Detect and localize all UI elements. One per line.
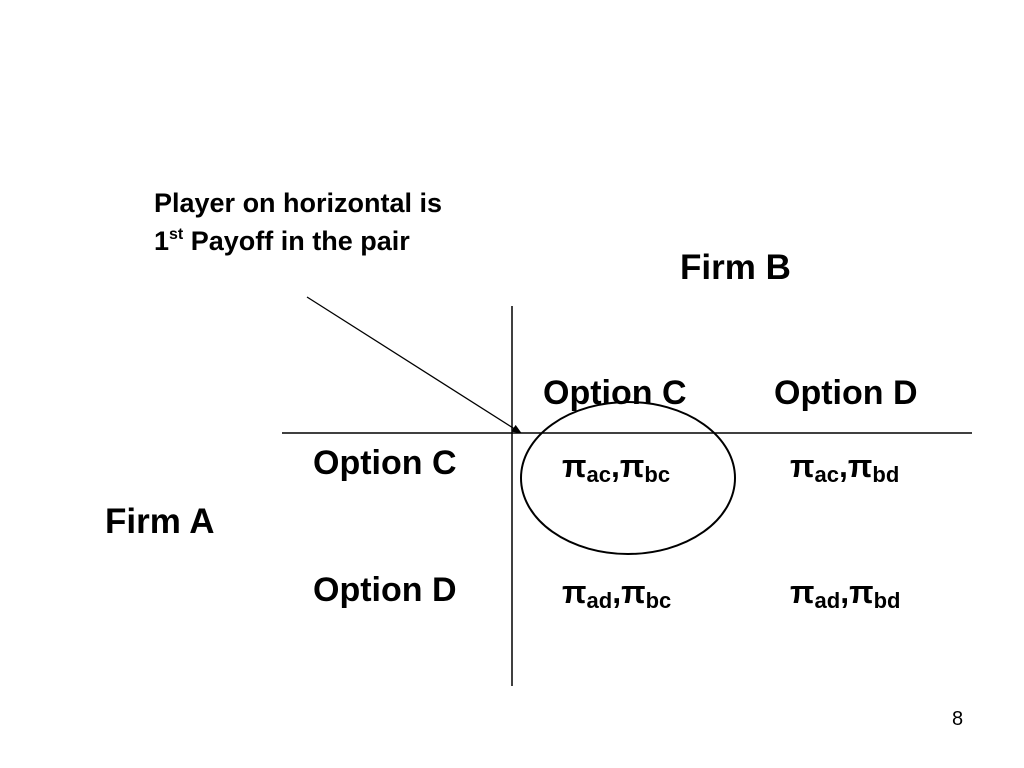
payoff-subscript: ad	[814, 588, 841, 613]
row-header-option-d: Option D	[313, 571, 457, 609]
payoff-symbol: π	[562, 574, 587, 610]
payoff-cell-cc: πac,πbc	[562, 448, 671, 487]
payoff-separator: ,	[840, 574, 850, 610]
payoff-cell-dc: πad,πbc	[562, 574, 672, 613]
payoff-subscript: bd	[872, 462, 900, 487]
pointer-arrow	[306, 296, 522, 434]
payoff-separator: ,	[610, 448, 620, 484]
annotation-ordinal-suffix: st	[169, 226, 184, 243]
annotation-line-2-text: Payoff in the pair	[183, 226, 410, 256]
payoff-subscript: ac	[814, 462, 839, 487]
payoff-symbol: π	[619, 448, 645, 484]
payoff-subscript: ad	[586, 588, 613, 613]
payoff-cell-cd: πac,πbd	[790, 448, 900, 487]
payoff-separator: ,	[838, 448, 848, 484]
page-number: 8	[952, 708, 964, 730]
payoff-symbol: π	[790, 574, 815, 610]
payoff-subscript: ac	[586, 462, 611, 487]
payoff-symbol: π	[849, 574, 874, 610]
payoff-subscript: bd	[873, 588, 901, 613]
payoff-subscript: bc	[645, 588, 672, 613]
payoff-separator: ,	[612, 574, 622, 610]
payoff-symbol: π	[621, 574, 646, 610]
payoff-symbol: π	[562, 448, 587, 484]
annotation-ordinal-number: 1	[154, 226, 170, 256]
annotation-line-2: 1st Payoff in the pair	[154, 222, 442, 260]
highlight-circle	[520, 401, 736, 555]
row-header-option-c: Option C	[313, 444, 457, 482]
payoff-symbol: π	[790, 448, 815, 484]
annotation-line-1: Player on horizontal is	[154, 188, 443, 218]
row-player-label: Firm A	[105, 502, 215, 541]
column-header-option-d: Option D	[774, 374, 918, 412]
payoff-subscript: bc	[644, 462, 671, 487]
payoff-symbol: π	[847, 448, 873, 484]
payoff-cell-dd: πad,πbd	[790, 574, 901, 613]
annotation-note: Player on horizontal is 1st Payoff in th…	[154, 184, 442, 260]
column-player-label: Firm B	[680, 248, 791, 287]
